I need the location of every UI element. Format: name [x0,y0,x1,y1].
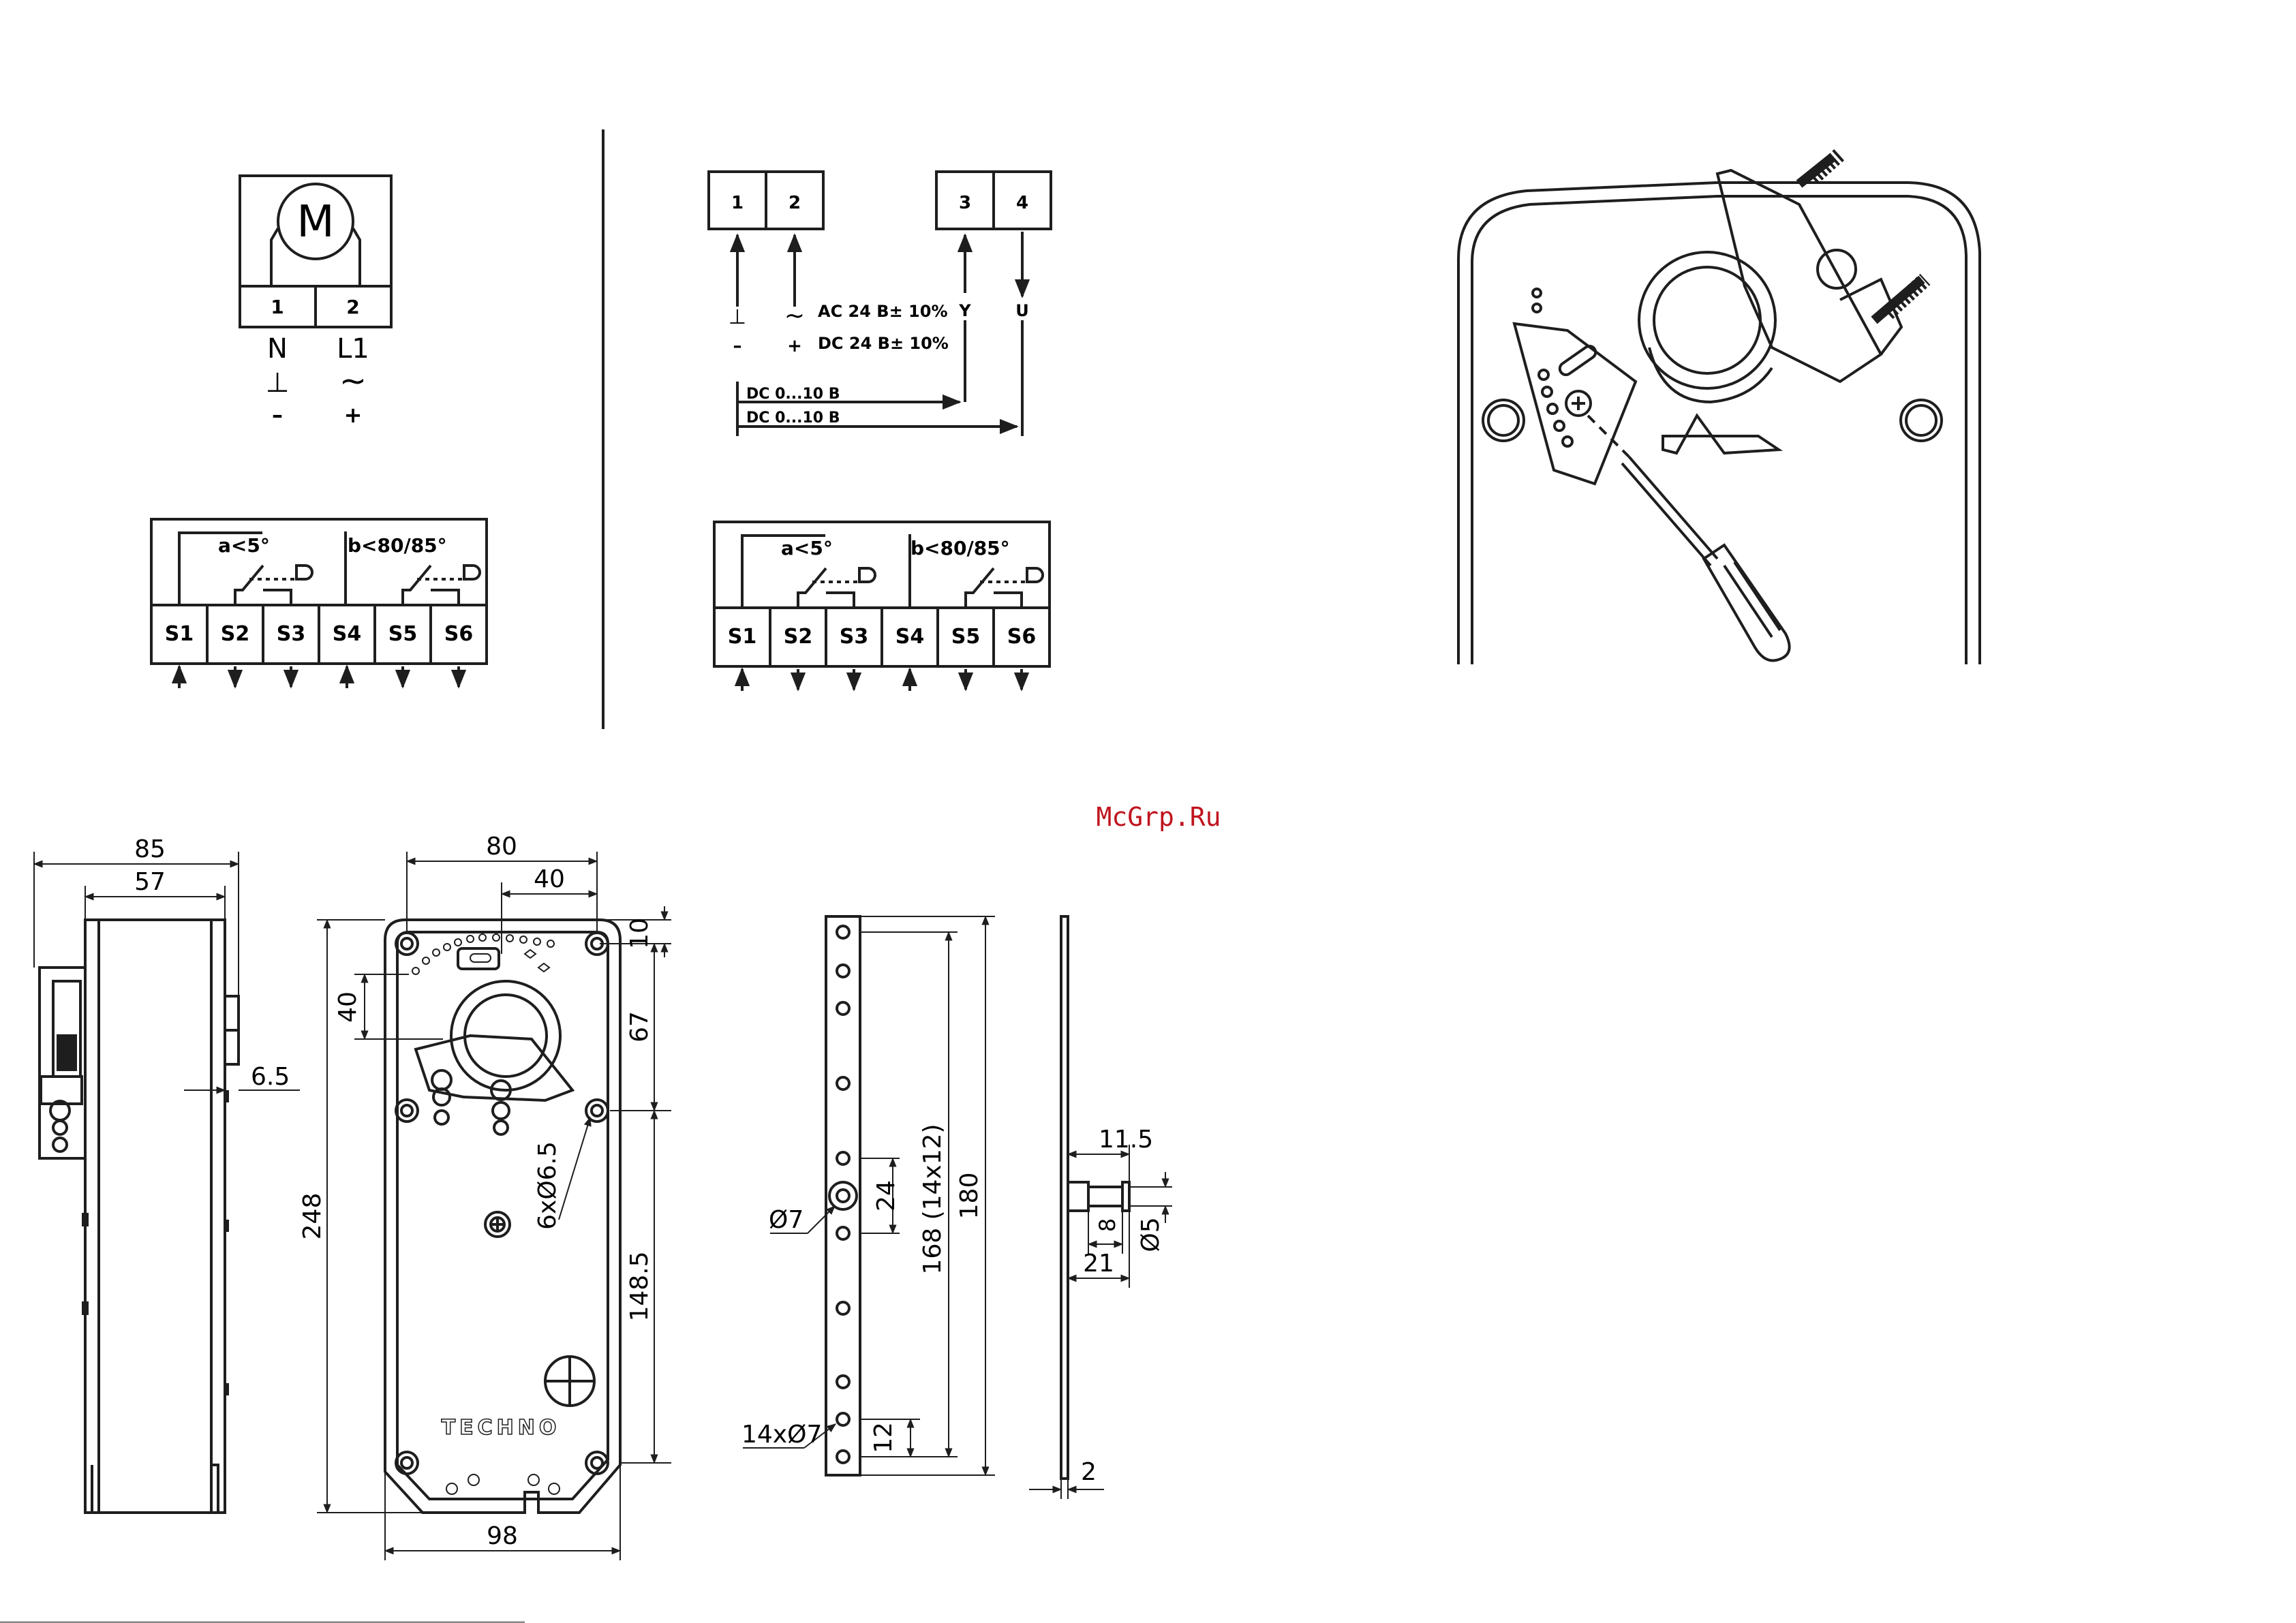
mod-plus-symbol: + [787,336,802,356]
contact-s4-mod: S4 [896,625,924,649]
position-scale-plate [1514,289,1636,484]
dim-side-width-inner: 57 [134,868,166,896]
contact-s3: S3 [277,622,305,646]
contact-s5: S5 [388,622,417,646]
contact-s3-mod: S3 [840,625,868,649]
dim-side-width-total: 85 [134,835,166,863]
front-view-dimensions [317,852,671,1560]
dim-pin-11-5: 11.5 [1099,1126,1153,1154]
line-label: L1 [337,333,369,365]
watermark-text: McGrp.Ru [1096,802,1221,832]
ground-symbol: ⊥ [266,367,290,399]
dim-front-left-40: 40 [334,991,362,1023]
dim-front-holes: 6xØ6.5 [534,1141,562,1230]
minus-symbol: – [272,402,283,428]
crosshair-icon [545,1357,594,1406]
neutral-label: N [267,333,288,365]
actuator-adjustment-illustration [1458,154,1980,664]
terminal-1-label: 1 [271,296,284,318]
terminal-2-label: 2 [346,296,359,318]
contact-s1-mod: S1 [728,625,756,649]
front-scale [412,934,554,974]
screwdriver-icon [1588,416,1790,661]
manual-override-icon [485,1212,510,1237]
front-shaft-clamp [416,981,572,1134]
contact-s4: S4 [333,622,361,646]
dim-bracket-pitch-24: 24 [872,1180,900,1211]
pin-dimensions [1029,1145,1172,1499]
supply-dc-label: DC 24 B± 10% [818,334,949,353]
mod-ac-symbol: ~ [784,302,805,330]
switch-b-label-mod: b<80/85° [910,537,1010,559]
dim-side-offset: 6.5 [251,1063,290,1091]
dim-bracket-holes: 14xØ7 [741,1421,822,1449]
mounting-bracket [826,916,860,1475]
contact-s1: S1 [165,622,194,646]
signal-y-label: Y [958,301,971,320]
dim-front-hole-spacing: 67 [626,1011,654,1042]
dim-front-width-bottom: 98 [487,1522,518,1550]
actuator-side-view [40,920,239,1513]
mod-terminal-3: 3 [959,193,971,213]
dc-signal-1-label: DC 0...10 B [746,386,840,403]
mod-terminal-2: 2 [789,193,801,213]
mod-terminal-1: 1 [731,193,744,213]
dim-front-lower-spacing: 148.5 [626,1251,654,1321]
side-clamp [40,968,85,1158]
mod-minus-symbol: – [733,336,742,356]
dim-pin-21: 21 [1083,1250,1114,1278]
mod-terminal-4: 4 [1016,193,1028,213]
dim-pin-d5: Ø5 [1137,1217,1165,1252]
mod-ground-symbol: ⊥ [729,305,746,329]
dim-front-width-top: 80 [486,833,517,861]
pin-plate-edge [1061,916,1129,1479]
dim-front-top-offset: 10 [626,918,654,949]
contact-s2-mod: S2 [784,625,812,649]
dc-signal-2-label: DC 0...10 B [746,409,840,427]
switch-a-label: a<5° [218,534,270,557]
switch-b-label: b<80/85° [348,534,447,557]
contact-s2: S2 [221,622,249,646]
dim-pin-8: 8 [1095,1218,1120,1232]
dim-bracket-pitch-12: 12 [870,1422,898,1453]
mounting-holes [396,933,608,1474]
contact-s5-mod: S5 [951,625,980,649]
signal-u-label: U [1015,301,1029,320]
dim-front-half-width: 40 [534,865,565,893]
brand-label: TECHNO [442,1416,561,1440]
ac-symbol: ~ [339,362,367,400]
dim-bracket-span-168: 168 (14x12) [919,1124,947,1274]
switch-a-label-mod: a<5° [781,537,833,559]
dim-bracket-hole-big: Ø7 [769,1206,803,1234]
dim-front-height: 248 [299,1193,326,1240]
dim-bracket-length: 180 [955,1173,983,1220]
dim-pin-thickness: 2 [1081,1458,1097,1486]
contact-s6-mod: S6 [1007,625,1036,649]
motor-label: M [296,197,334,247]
contact-s6: S6 [444,622,473,646]
shaft-clamp [1639,170,1901,453]
supply-ac-label: AC 24 B± 10% [818,302,948,321]
plus-symbol: + [344,402,363,428]
